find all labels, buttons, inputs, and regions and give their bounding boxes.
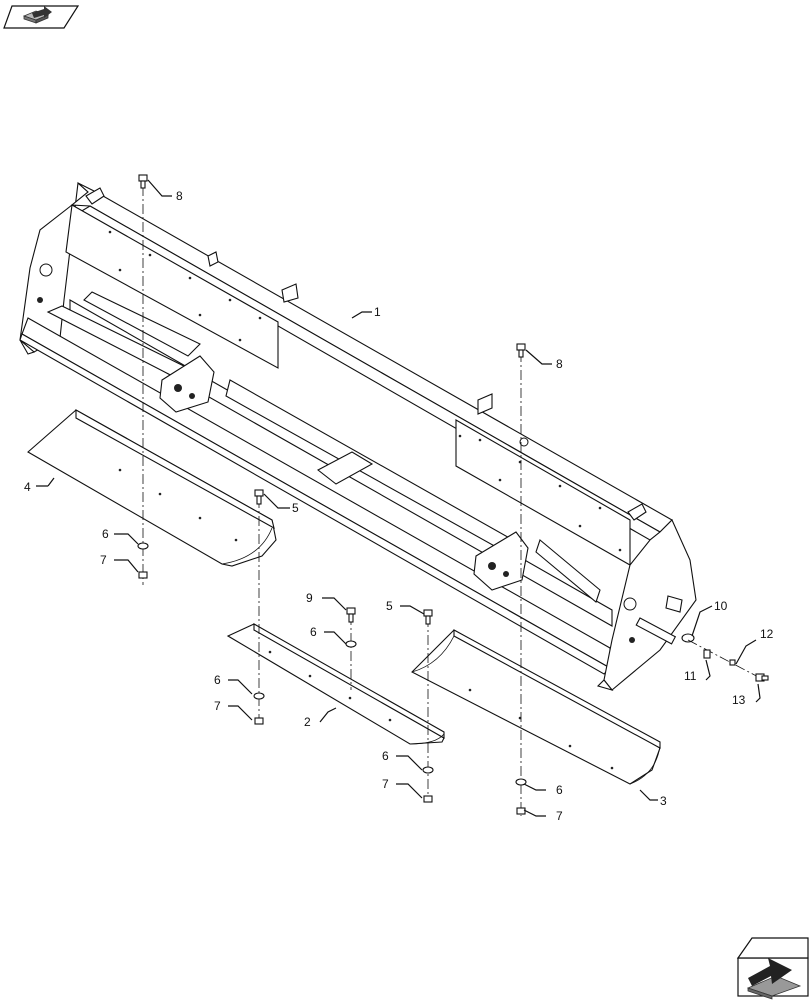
nut-7	[138, 571, 148, 579]
next-page-icon	[746, 958, 802, 1000]
callouts: 1 2 3 4 5 5 6 6 6 6 6 7 7 7 7 8 8 9 10 1…	[24, 189, 774, 823]
callout-1: 1	[374, 305, 381, 319]
callout-12: 12	[760, 627, 774, 641]
previous-page-button[interactable]	[3, 5, 80, 29]
callout-13: 13	[732, 693, 746, 707]
bolt-5-right	[423, 609, 433, 625]
bolt-8-left	[138, 174, 148, 189]
washer-6	[253, 692, 265, 700]
callout-8: 8	[556, 357, 563, 371]
shield-4	[27, 409, 277, 567]
callout-10: 10	[714, 599, 728, 613]
callout-5: 5	[386, 599, 393, 613]
next-page-button[interactable]	[736, 937, 809, 1000]
callout-3: 3	[660, 794, 667, 808]
hardware	[137, 174, 769, 815]
callout-8: 8	[176, 189, 183, 203]
nut-7	[254, 717, 264, 725]
callout-2: 2	[304, 715, 311, 729]
shield-3	[411, 629, 661, 785]
callout-6: 6	[102, 527, 109, 541]
previous-page-icon	[22, 6, 52, 24]
callout-11: 11	[684, 669, 697, 683]
callout-5: 5	[292, 501, 299, 515]
callout-6: 6	[214, 673, 221, 687]
washer-6	[515, 778, 527, 786]
nut-7	[516, 807, 526, 815]
nut-7	[423, 795, 433, 803]
callout-6: 6	[310, 625, 317, 639]
bolt-5-left	[254, 489, 264, 505]
washer-6	[422, 766, 434, 774]
pin-11	[703, 649, 711, 659]
bolt-8-right	[516, 343, 526, 358]
washer-6	[345, 640, 357, 648]
frame-assembly	[19, 181, 697, 692]
callout-4: 4	[24, 480, 31, 494]
bolt-9	[346, 607, 356, 623]
callout-6: 6	[382, 749, 389, 763]
callout-7: 7	[214, 699, 221, 713]
callout-7: 7	[100, 553, 107, 567]
washer-6	[137, 542, 149, 550]
bushing	[681, 633, 695, 643]
callout-6: 6	[556, 783, 563, 797]
callout-7: 7	[556, 809, 563, 823]
washer-12	[729, 659, 736, 666]
shield-2	[226, 623, 445, 745]
leader-lines	[36, 179, 761, 817]
bolt-13	[755, 673, 769, 682]
callout-9: 9	[306, 591, 313, 605]
callout-7: 7	[382, 777, 389, 791]
